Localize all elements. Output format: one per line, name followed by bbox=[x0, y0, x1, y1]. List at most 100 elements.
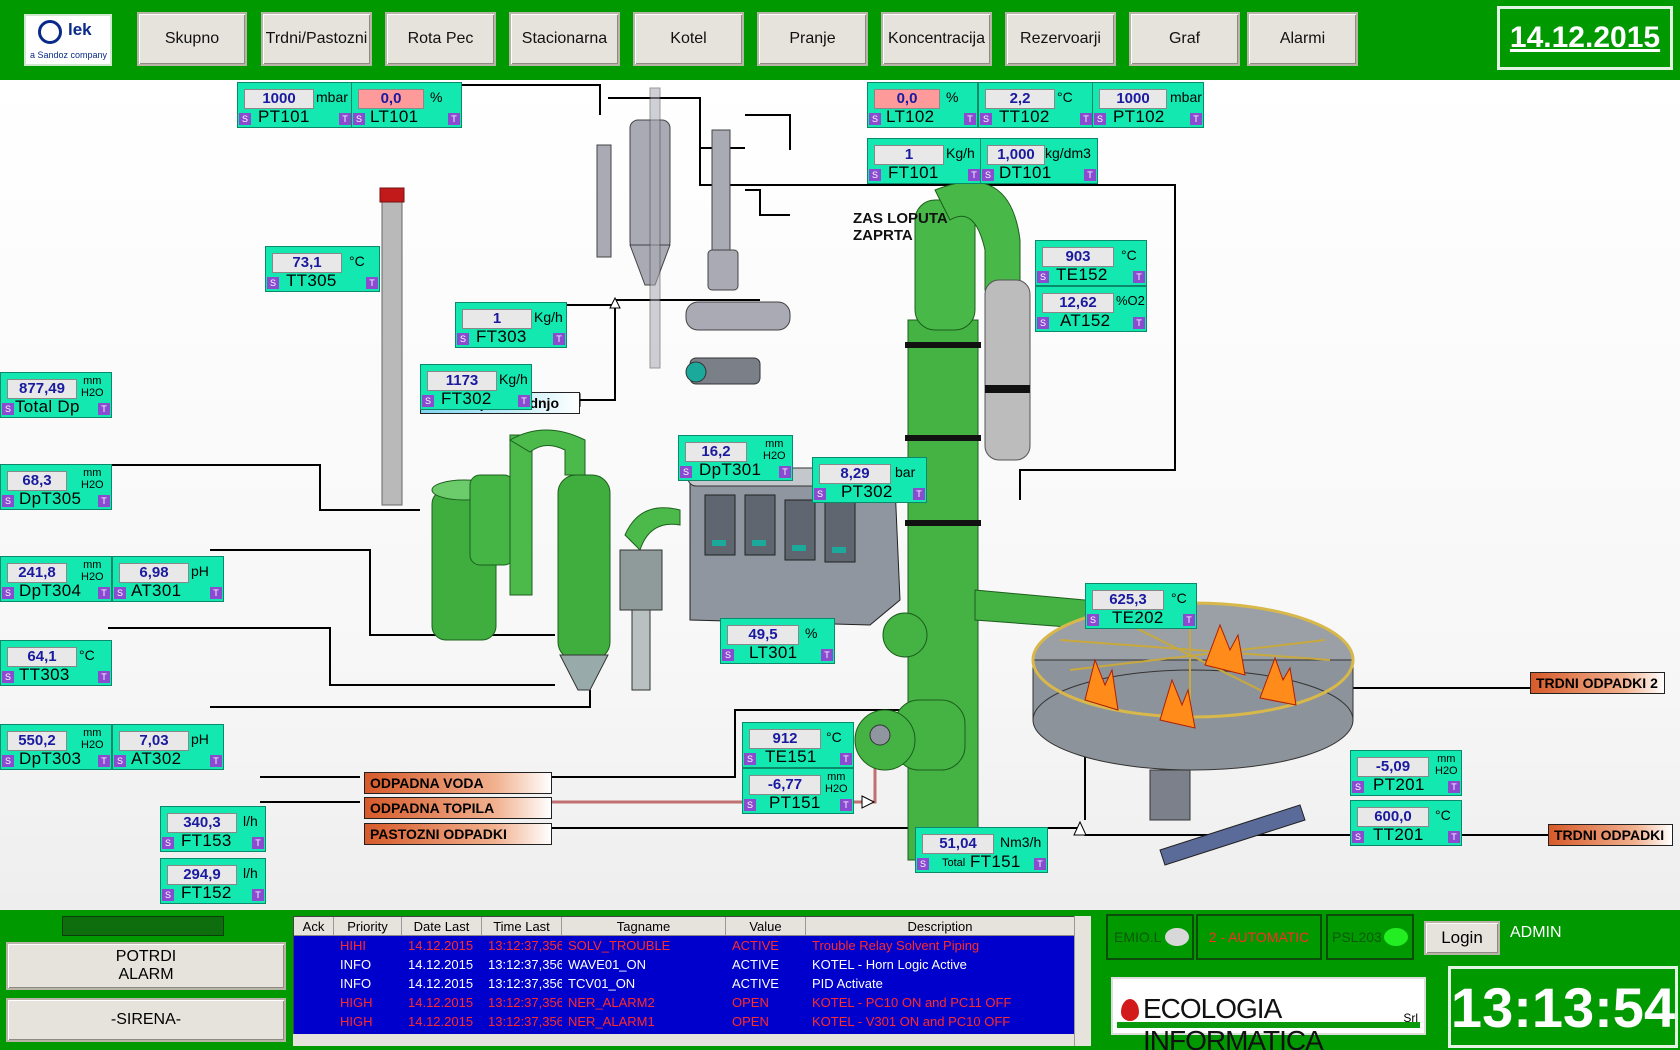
alarm-table[interactable]: Ack Priority Date Last Time Last Tagname… bbox=[293, 916, 1091, 1046]
ft302-t-button[interactable]: T bbox=[518, 395, 530, 407]
pt201-s-button[interactable]: S bbox=[1352, 781, 1364, 793]
alarm-vertical-scrollbar[interactable] bbox=[1074, 916, 1091, 1046]
pt101-s-button[interactable]: S bbox=[239, 113, 251, 125]
tt102-t-button[interactable]: T bbox=[1080, 113, 1092, 125]
tt305-t-button[interactable]: T bbox=[366, 277, 378, 289]
te152-t-button[interactable]: T bbox=[1133, 271, 1145, 283]
pt102-t-button[interactable]: T bbox=[1190, 113, 1202, 125]
ft152-t-button[interactable]: T bbox=[252, 889, 264, 901]
te152-s-button[interactable]: S bbox=[1037, 271, 1049, 283]
nav-rota-pec[interactable]: Rota Pec bbox=[385, 12, 496, 66]
nav-skupno[interactable]: Skupno bbox=[137, 12, 247, 66]
lt101-s-button[interactable]: S bbox=[353, 113, 365, 125]
tag-tt102[interactable]: 2,2 °C TT102 S T bbox=[978, 82, 1094, 128]
tag-tt305[interactable]: 73,1 °C TT305 S T bbox=[265, 246, 380, 292]
at301-t-button[interactable]: T bbox=[210, 587, 222, 599]
col-priority[interactable]: Priority bbox=[334, 917, 402, 935]
tag-lt102[interactable]: 0,0 % LT102 S T bbox=[867, 82, 978, 128]
tag-ft152[interactable]: 294,9 l/h FT152 S T bbox=[160, 858, 266, 904]
tt303-t-button[interactable]: T bbox=[98, 671, 110, 683]
tag-tt303[interactable]: 64,1 °C TT303 S T bbox=[0, 640, 112, 686]
tt305-s-button[interactable]: S bbox=[267, 277, 279, 289]
ft303-t-button[interactable]: T bbox=[553, 333, 565, 345]
ft153-t-button[interactable]: T bbox=[252, 837, 264, 849]
at301-s-button[interactable]: S bbox=[114, 587, 126, 599]
tag-lt101[interactable]: 0,0 % LT101 S T bbox=[351, 82, 462, 128]
pt302-s-button[interactable]: S bbox=[814, 488, 826, 500]
pt151-t-button[interactable]: T bbox=[840, 799, 852, 811]
pt201-t-button[interactable]: T bbox=[1448, 781, 1460, 793]
tag-te152[interactable]: 903 °C TE152 S T bbox=[1035, 240, 1147, 286]
dt101-t-button[interactable]: T bbox=[1084, 169, 1096, 181]
dpt303-s-button[interactable]: S bbox=[2, 755, 14, 767]
at152-s-button[interactable]: S bbox=[1037, 317, 1049, 329]
ft151-s-button[interactable]: S bbox=[917, 858, 929, 870]
te202-s-button[interactable]: S bbox=[1087, 614, 1099, 626]
col-ack[interactable]: Ack bbox=[294, 917, 334, 935]
tag-ft303[interactable]: 1 Kg/h FT303 S T bbox=[455, 302, 567, 348]
tag-at302[interactable]: 7,03 pH AT302 S T bbox=[112, 724, 224, 770]
nav-trdni-pastozni[interactable]: Trdni/Pastozni bbox=[261, 12, 372, 66]
pt101-t-button[interactable]: T bbox=[339, 113, 351, 125]
lt102-s-button[interactable]: S bbox=[869, 113, 881, 125]
tag-ft302[interactable]: 1173 Kg/h FT302 S T bbox=[420, 364, 532, 410]
tag-at152[interactable]: 12,62 %O2 AT152 S T bbox=[1035, 286, 1147, 332]
at302-t-button[interactable]: T bbox=[210, 755, 222, 767]
te151-s-button[interactable]: S bbox=[744, 753, 756, 765]
tag-pt102[interactable]: 1000 mbar PT102 S T bbox=[1092, 82, 1204, 128]
siren-button[interactable]: -SIRENA- bbox=[6, 998, 286, 1042]
tag-tt201[interactable]: 600,0 °C TT201 S T bbox=[1350, 800, 1462, 846]
total-dp-s-button[interactable]: S bbox=[2, 403, 14, 415]
tt201-s-button[interactable]: S bbox=[1352, 831, 1364, 843]
nav-alarmi[interactable]: Alarmi bbox=[1247, 12, 1358, 66]
col-value[interactable]: Value bbox=[726, 917, 806, 935]
nav-rezervoarji[interactable]: Rezervoarji bbox=[1005, 12, 1116, 66]
ft101-s-button[interactable]: S bbox=[869, 169, 881, 181]
te202-t-button[interactable]: T bbox=[1183, 614, 1195, 626]
lt301-s-button[interactable]: S bbox=[722, 649, 734, 661]
tt303-s-button[interactable]: S bbox=[2, 671, 14, 683]
tag-pt101[interactable]: 1000 mbar PT101 S T bbox=[237, 82, 353, 128]
dt101-s-button[interactable]: S bbox=[982, 169, 994, 181]
tag-ft101[interactable]: 1 Kg/h FT101 S T bbox=[867, 138, 982, 184]
lt102-t-button[interactable]: T bbox=[964, 113, 976, 125]
tag-lt301[interactable]: 49,5 % LT301 S T bbox=[720, 618, 835, 664]
login-button[interactable]: Login bbox=[1424, 921, 1500, 955]
te151-t-button[interactable]: T bbox=[840, 753, 852, 765]
ft101-t-button[interactable]: T bbox=[968, 169, 980, 181]
at302-s-button[interactable]: S bbox=[114, 755, 126, 767]
dpt304-t-button[interactable]: T bbox=[98, 587, 110, 599]
at152-t-button[interactable]: T bbox=[1133, 317, 1145, 329]
pt102-s-button[interactable]: S bbox=[1094, 113, 1106, 125]
col-time-last[interactable]: Time Last bbox=[482, 917, 562, 935]
lt101-t-button[interactable]: T bbox=[448, 113, 460, 125]
dpt301-t-button[interactable]: T bbox=[779, 466, 791, 478]
nav-graf[interactable]: Graf bbox=[1129, 12, 1240, 66]
tag-te202[interactable]: 625,3 °C TE202 S T bbox=[1085, 583, 1197, 629]
col-tagname[interactable]: Tagname bbox=[562, 917, 726, 935]
dpt303-t-button[interactable]: T bbox=[98, 755, 110, 767]
nav-koncentracija[interactable]: Koncentracija bbox=[881, 12, 992, 66]
pt151-s-button[interactable]: S bbox=[744, 799, 756, 811]
total-dp-t-button[interactable]: T bbox=[98, 403, 110, 415]
ft302-s-button[interactable]: S bbox=[422, 395, 434, 407]
lt301-t-button[interactable]: T bbox=[821, 649, 833, 661]
pt302-t-button[interactable]: T bbox=[913, 488, 925, 500]
ft303-s-button[interactable]: S bbox=[457, 333, 469, 345]
ft153-s-button[interactable]: S bbox=[162, 837, 174, 849]
dpt301-s-button[interactable]: S bbox=[680, 466, 692, 478]
tag-dt101[interactable]: 1,000 kg/dm3 DT101 S T bbox=[980, 138, 1098, 184]
nav-stacionarna[interactable]: Stacionarna bbox=[509, 12, 620, 66]
tag-ft151[interactable]: 51,04 Nm3/h Total FT151 S T bbox=[915, 827, 1048, 873]
tt201-t-button[interactable]: T bbox=[1448, 831, 1460, 843]
nav-kotel[interactable]: Kotel bbox=[633, 12, 744, 66]
